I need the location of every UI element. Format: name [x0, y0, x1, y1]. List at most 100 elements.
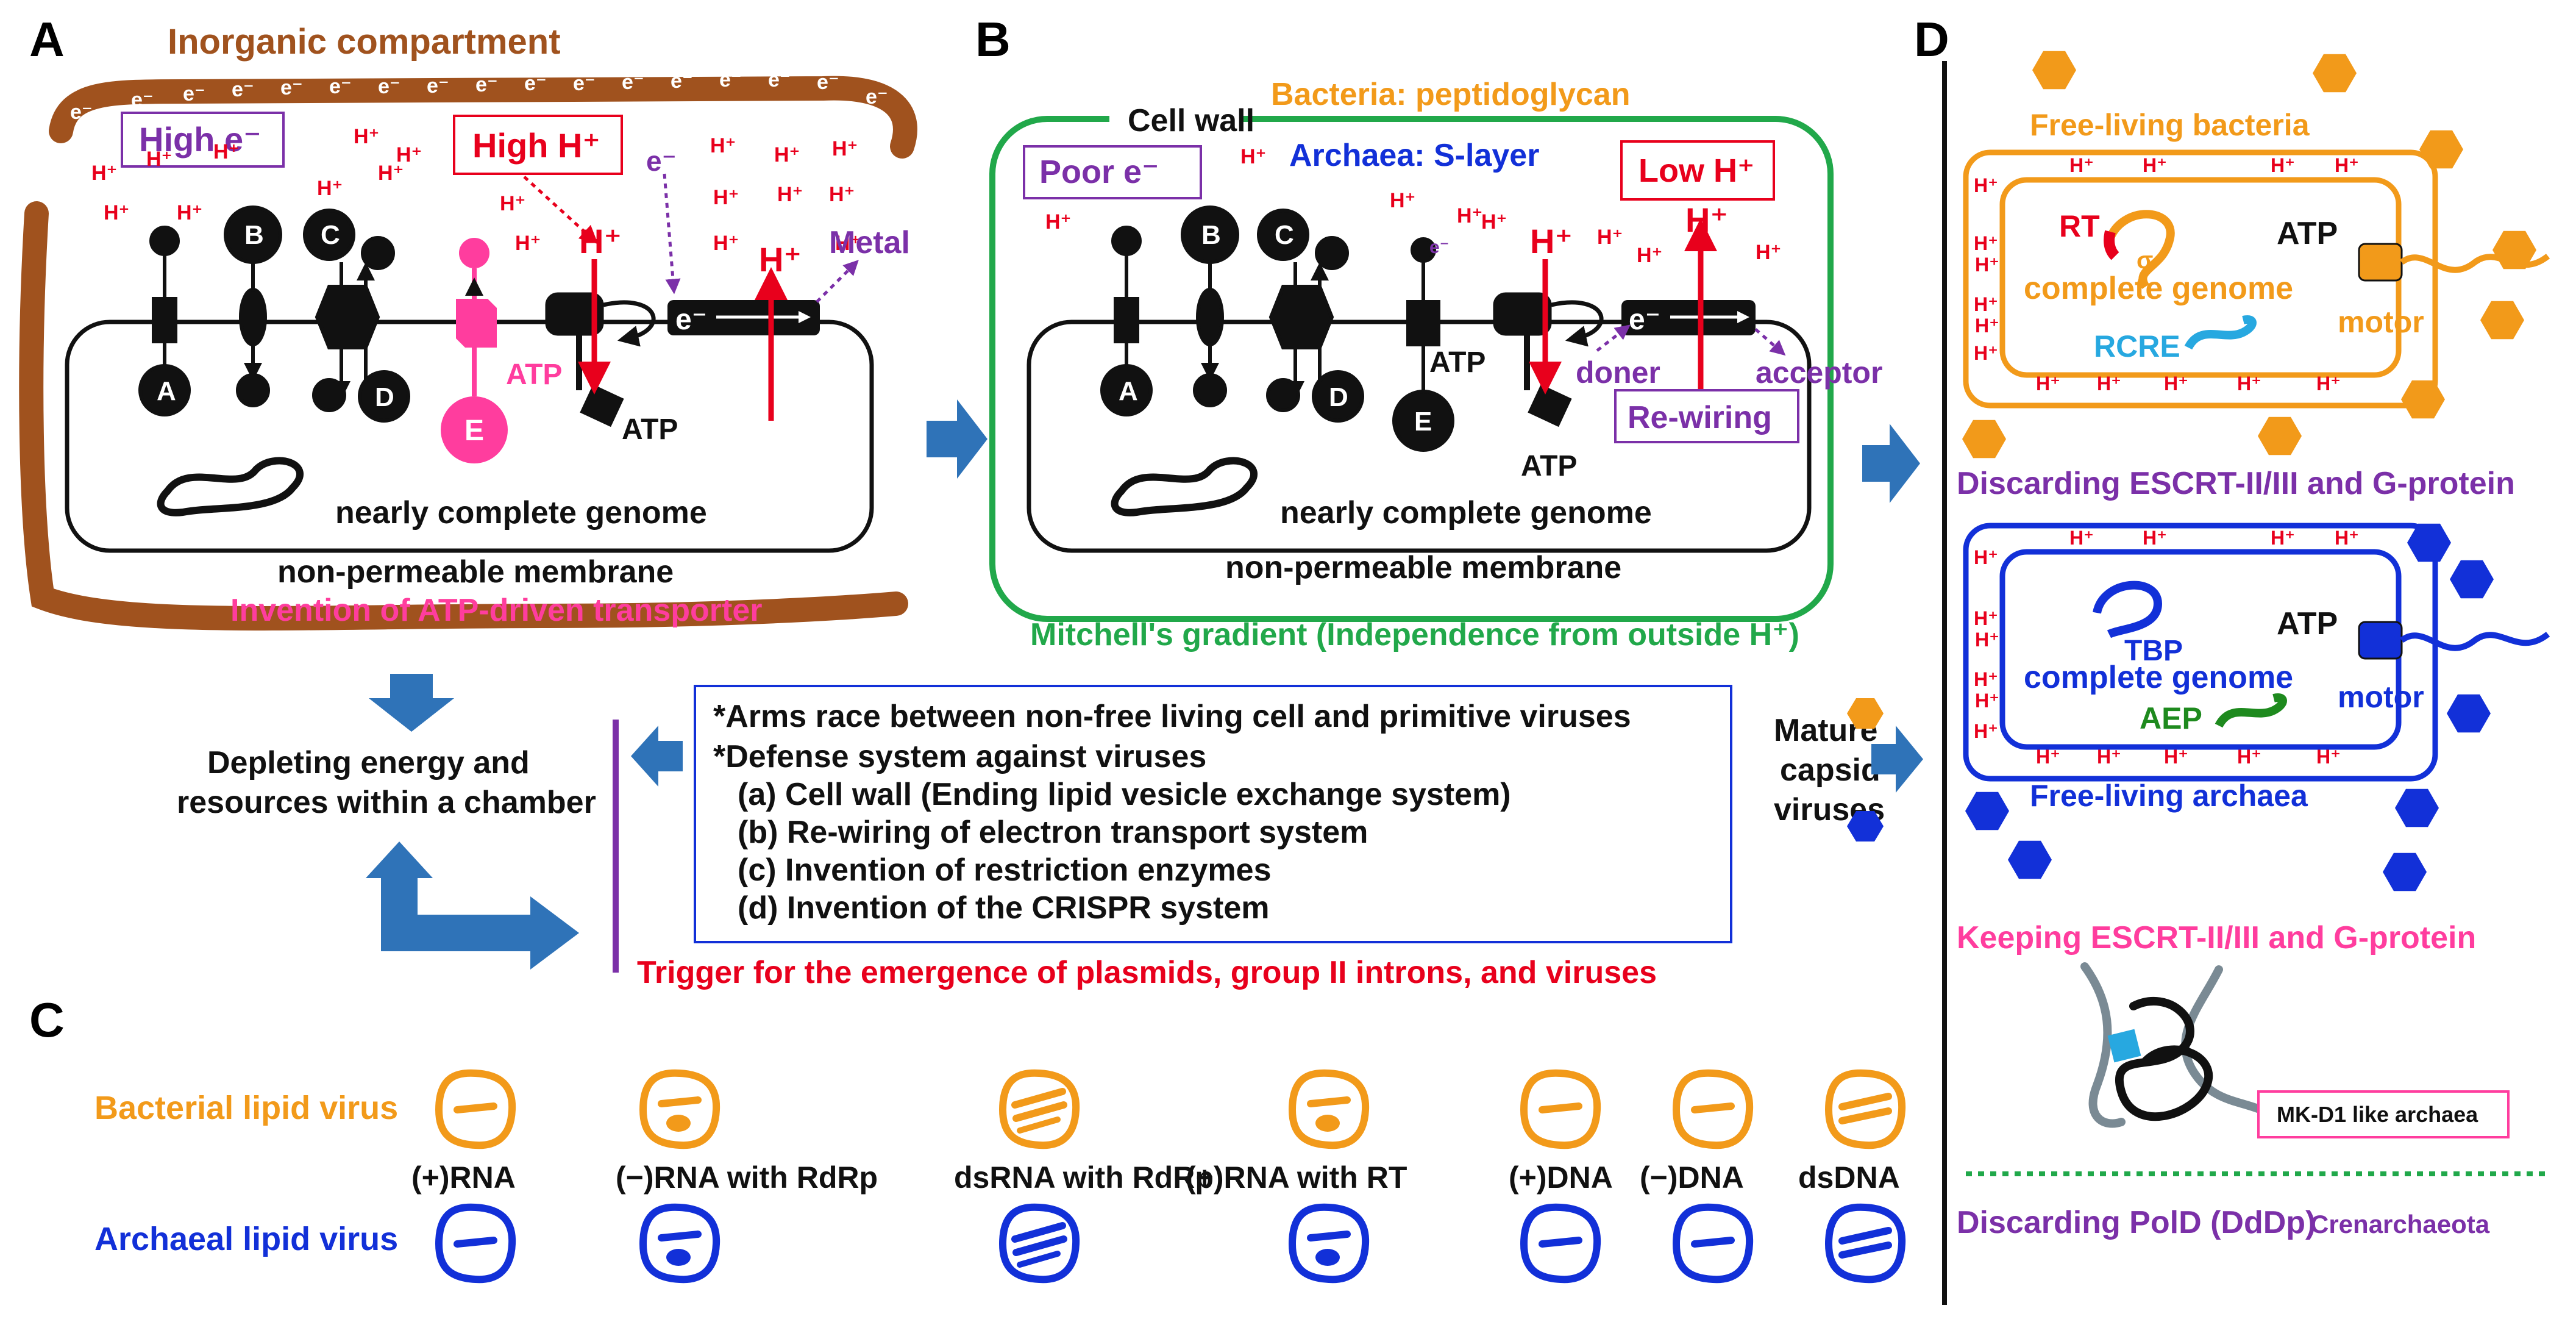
poor-e-box [1023, 145, 1202, 199]
proton-pump-label: H⁺ [759, 240, 802, 279]
proton-label: H⁺ [1975, 690, 1999, 712]
box-line-2: *Defense system against viruses [713, 739, 1206, 774]
proton-label: H⁺ [104, 201, 130, 224]
free-bacteria-label: Free-living bacteria [2030, 108, 2310, 142]
protein-e-circle [441, 396, 508, 463]
protein-c-label: C [321, 220, 340, 250]
virus-type-label: (−)RNA with RdRp [616, 1160, 878, 1195]
protein-a-label: A [157, 376, 176, 406]
panel-label-d: D [1914, 12, 1949, 66]
archaea-genome-squiggle [2093, 581, 2163, 638]
arrow-to-d[interactable] [1871, 726, 1923, 793]
box-line-1: *Arms race between non-free living cell … [713, 699, 1631, 734]
protein-d-circle [358, 370, 410, 423]
mk-label: MK-D1 like archaea [2277, 1102, 2478, 1127]
bacteria-outer [1963, 149, 2438, 409]
panel-c: Bacterial lipid virus Archaeal lipid vir… [94, 1069, 1906, 1284]
electron-in-label: e⁻ [646, 145, 677, 177]
protein-c-small [361, 236, 395, 270]
virus-type-label: (+)DNA [1509, 1160, 1613, 1195]
panel-label-b: B [975, 12, 1011, 66]
electron-label: e⁻ [70, 101, 93, 124]
transporters-b [1100, 205, 1454, 452]
protein-b-label-a: A [1119, 376, 1138, 406]
proton-pump-label-b: H⁺ [1685, 201, 1728, 239]
mk-d1-tangle [2080, 962, 2284, 1128]
orange-hexagons [1962, 51, 2536, 459]
electron-label: e⁻ [232, 78, 254, 101]
invention-label: Invention of ATP-driven transporter [230, 593, 763, 628]
transporter-a-box [152, 297, 177, 343]
blue-hexagon [2008, 840, 2052, 879]
proton-label: H⁺ [2164, 373, 2188, 395]
mature-line-2: capsid [1780, 752, 1880, 788]
archaea-proton-labels: H⁺H⁺H⁺H⁺H⁺H⁺H⁺H⁺H⁺H⁺H⁺H⁺H⁺H⁺H⁺ [1974, 527, 2359, 768]
motor-label-archaea: motor [2338, 680, 2424, 714]
arrow-a-to-b[interactable] [927, 399, 987, 479]
bacteria-genome-squiggle [2105, 210, 2175, 289]
electron-label: e⁻ [183, 82, 205, 105]
genome-squiggle-b [1111, 457, 1258, 516]
arrow-to-depleting[interactable] [631, 726, 683, 787]
bacteria-wall-label: Bacteria: peptidoglycan [1271, 77, 1630, 112]
box-line-5: (c) Invention of restriction enzymes [738, 852, 1272, 888]
electron-label: e⁻ [280, 76, 303, 99]
proton-synthase-label-b: H⁺ [1530, 222, 1573, 260]
genome-squiggle-a [157, 457, 304, 516]
bacterial-virus-5 [1520, 1069, 1601, 1149]
protein-b-label-b: B [1201, 220, 1221, 250]
electron-label: e⁻ [622, 71, 644, 94]
mitchell-label: Mitchell's gradient (Independence from o… [1030, 617, 1799, 652]
orange-hexagon [2492, 230, 2536, 270]
proton-label: H⁺ [713, 186, 739, 209]
proton-label: H⁺ [832, 137, 858, 160]
virus-type-label: (−)DNA [1640, 1160, 1744, 1195]
electron-label: e⁻ [524, 72, 547, 95]
proton-label: H⁺ [1756, 241, 1782, 264]
proton-label: H⁺ [2335, 527, 2359, 549]
proton-label: H⁺ [1975, 254, 1999, 276]
bacterial-virus-3 [998, 1069, 1080, 1149]
protein-d-small [312, 378, 346, 412]
protein-e-label: E [464, 415, 484, 447]
bacterial-virus-4 [1288, 1069, 1370, 1149]
bacterial-virus-6 [1672, 1069, 1754, 1149]
tbp-label: TBP [2124, 635, 2183, 667]
proton-label: H⁺ [2335, 154, 2359, 176]
atp-label-synthase: ATP [622, 413, 678, 446]
proton-label: H⁺ [1975, 315, 1999, 337]
bent-arrow[interactable] [366, 841, 579, 970]
sigma-label: σ [2137, 247, 2153, 274]
proton-label: H⁺ [777, 183, 803, 206]
membrane-label-a: non-permeable membrane [277, 554, 674, 590]
proton-label: H⁺ [1974, 607, 1998, 629]
arrow-down-a[interactable] [369, 674, 454, 732]
panel-d: Free-living bacteria RT σ complete genom… [1957, 51, 2551, 1240]
electron-label: e⁻ [131, 88, 154, 112]
discard-pold-label: Discarding PolD (DdDp) [1957, 1205, 2316, 1240]
depleting-line-2: resources within a chamber [177, 785, 596, 820]
aep-label: AEP [2140, 701, 2202, 735]
archaeal-virus-1 [435, 1203, 516, 1284]
cell-wall-b [989, 116, 1834, 622]
poor-e-label: Poor e⁻ [1039, 154, 1159, 190]
proton-label: H⁺ [2097, 746, 2121, 768]
aep-squiggle [2215, 693, 2287, 728]
electron-label: e⁻ [427, 74, 449, 98]
atp-label-b-left: ATP [1429, 346, 1485, 379]
atp-label-bacteria: ATP [2277, 216, 2338, 251]
protein-b-label-c: C [1275, 220, 1294, 250]
atp-label-archaea: ATP [2277, 606, 2338, 641]
crenarchaeota-label: Crenarchaeota [2310, 1210, 2490, 1238]
proton-label: H⁺ [177, 201, 203, 224]
electron-label: e⁻ [573, 72, 596, 95]
blue-hexagon [1965, 791, 2009, 831]
proton-label: H⁺ [710, 134, 736, 157]
arrow-b-to-d[interactable] [1862, 424, 1920, 503]
blue-hexagons [1965, 523, 2494, 891]
orange-hexagon [2032, 51, 2076, 90]
proton-label: H⁺ [835, 232, 861, 255]
transporter-b-body [239, 288, 267, 346]
panel-b: Cell wall Bacteria: peptidoglycan Archae… [989, 77, 1882, 652]
